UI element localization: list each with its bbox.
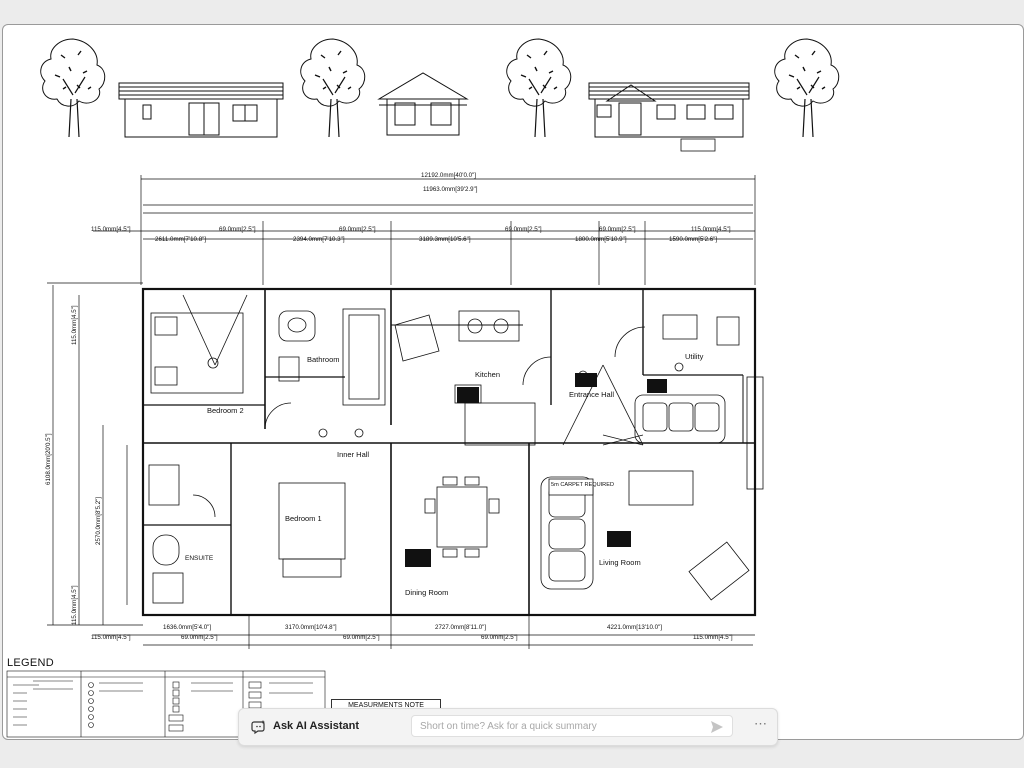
dim-label: 115.0mm[4.5"] bbox=[691, 226, 731, 233]
dim-label: 2611.0mm[7'10.8"] bbox=[155, 236, 206, 243]
room-label-bathroom: Bathroom bbox=[307, 355, 340, 364]
more-options-icon[interactable]: ⋯ bbox=[754, 716, 768, 731]
dim-label: 6108.0mm[20'0.5"] bbox=[45, 433, 52, 485]
room-label-utility: Utility bbox=[685, 352, 704, 361]
room-labels: Bedroom 2 Bathroom Kitchen Entrance Hall… bbox=[185, 352, 704, 597]
tree-icon bbox=[40, 38, 106, 138]
room-label-entrance-hall: Entrance Hall bbox=[569, 390, 614, 399]
dim-label: 4221.0mm[13'10.0"] bbox=[607, 624, 662, 631]
legend-title: LEGEND bbox=[7, 657, 55, 669]
dim-label: 2727.0mm[8'11.0"] bbox=[435, 624, 486, 631]
tree-icon bbox=[774, 38, 840, 138]
room-label-living-room: Living Room bbox=[599, 558, 641, 567]
dim-label: 69.0mm[2.5"] bbox=[339, 226, 376, 233]
dim-label: 115.0mm[4.5"] bbox=[91, 634, 131, 641]
carpet-note: 5m CARPET REQUIRED bbox=[548, 478, 614, 496]
rear-elevation bbox=[118, 82, 284, 138]
ai-assistant-bar: Ask AI Assistant ⋯ bbox=[238, 708, 778, 746]
tree-icon bbox=[506, 38, 572, 138]
dim-label: 2394.0mm[7'10.3"] bbox=[293, 236, 345, 243]
tree-icon bbox=[300, 38, 366, 138]
svg-text:5m CARPET REQUIRED: 5m CARPET REQUIRED bbox=[551, 482, 614, 488]
dim-label: 3189.3mm[10'5.6"] bbox=[419, 236, 471, 243]
floor-plan-page: 12192.0mm[40'0.0"] 11963.0mm[39'2.9"] 11… bbox=[2, 24, 1024, 740]
dim-label: 69.0mm[2.5"] bbox=[599, 226, 636, 233]
ai-sparkle-icon bbox=[251, 720, 265, 735]
elevation-row bbox=[40, 38, 840, 152]
room-label-ensuite: ENSUITE bbox=[185, 555, 214, 562]
walls bbox=[141, 287, 764, 617]
dim-label: 115.0mm[4.5"] bbox=[693, 634, 733, 641]
dim-label: 1636.0mm[5'4.0"] bbox=[163, 624, 211, 631]
dim-label: 3170.0mm[10'4.8"] bbox=[285, 624, 337, 631]
dim-label: 115.0mm[4.5"] bbox=[91, 226, 131, 233]
dim-label: 69.0mm[2.5"] bbox=[181, 634, 218, 641]
floor-plan-drawing: 12192.0mm[40'0.0"] 11963.0mm[39'2.9"] 11… bbox=[6, 38, 840, 738]
dim-label: 2570.0mm[8'5.2"] bbox=[95, 497, 102, 545]
dim-label: 69.0mm[2.5"] bbox=[481, 634, 518, 641]
overall-dimensions bbox=[47, 175, 756, 649]
room-label-bedroom-2: Bedroom 2 bbox=[207, 406, 244, 415]
dim-label: 69.0mm[2.5"] bbox=[343, 634, 380, 641]
dim-label: 1800.0mm[5'10.9"] bbox=[575, 236, 627, 243]
room-label-bedroom-1: Bedroom 1 bbox=[285, 514, 322, 523]
room-label-inner-hall: Inner Hall bbox=[337, 450, 369, 459]
ceiling-markers bbox=[405, 373, 667, 567]
fixtures bbox=[148, 294, 750, 604]
room-label-kitchen: Kitchen bbox=[475, 370, 500, 379]
ai-assistant-label[interactable]: Ask AI Assistant bbox=[273, 720, 359, 732]
ai-question-input[interactable] bbox=[411, 715, 733, 737]
front-elevation bbox=[588, 82, 750, 138]
dim-label: 1590.0mm[5'2.6"] bbox=[669, 236, 717, 243]
dim-label: 115.0mm[4.5"] bbox=[71, 305, 78, 345]
inner-width-label: 11963.0mm[39'2.9"] bbox=[423, 186, 478, 193]
elevation-tag bbox=[680, 138, 716, 152]
overall-width-label: 12192.0mm[40'0.0"] bbox=[421, 172, 476, 179]
dim-label: 69.0mm[2.5"] bbox=[219, 226, 256, 233]
room-label-dining-room: Dining Room bbox=[405, 588, 448, 597]
dim-label: 115.0mm[4.5"] bbox=[71, 585, 78, 625]
side-elevation bbox=[377, 72, 469, 136]
send-button[interactable] bbox=[709, 719, 725, 735]
send-icon bbox=[711, 721, 723, 733]
dim-label: 69.0mm[2.5"] bbox=[505, 226, 542, 233]
dimension-labels: 12192.0mm[40'0.0"] 11963.0mm[39'2.9"] 11… bbox=[45, 172, 733, 641]
